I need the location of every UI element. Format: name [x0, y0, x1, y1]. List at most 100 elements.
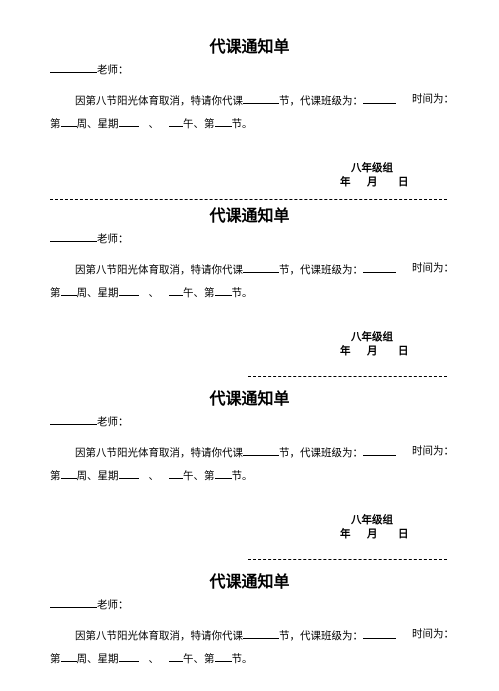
period-blank[interactable] [214, 284, 232, 296]
line2-week: 周、星期 [76, 118, 119, 130]
line2-end: 节。 [231, 287, 253, 299]
date-year: 年 [340, 528, 351, 540]
body-line-1: 因第八节阳光体育取消，特请你代课 节，代课班级为： 时间为： [75, 627, 454, 643]
teacher-line: 老师： [50, 61, 129, 77]
line2-sep: 、 [148, 287, 160, 299]
course-count-blank[interactable] [243, 444, 279, 456]
period-blank[interactable] [214, 115, 232, 127]
date-day: 日 [398, 528, 409, 540]
line2-sep: 、 [148, 653, 160, 665]
line2-start: 第 [50, 653, 61, 665]
class-blank[interactable] [363, 92, 396, 104]
line2-week: 周、星期 [76, 287, 119, 299]
line1-text: 因第八节阳光体育取消，特请你代课 [75, 95, 243, 107]
body-line-2: 第周、星期 、 午、第节。 [50, 650, 253, 666]
period-blank[interactable] [214, 650, 232, 662]
line2-sep: 、 [148, 470, 160, 482]
notice-title: 代课通知单 [209, 206, 290, 225]
course-count-blank[interactable] [243, 92, 279, 104]
line2-week: 周、星期 [76, 470, 119, 482]
date-line: 年月日 [340, 175, 409, 189]
ampm-blank[interactable] [169, 284, 184, 296]
teacher-label: 老师： [97, 64, 129, 76]
line2-start: 第 [50, 470, 61, 482]
date-year: 年 [340, 345, 351, 357]
weekday-blank[interactable] [118, 650, 139, 662]
group-label: 八年级组 [351, 514, 393, 526]
teacher-line: 老师： [50, 230, 129, 246]
class-blank[interactable] [363, 627, 396, 639]
body-line-2: 第 周、星期 、 午、第 节。 [50, 467, 253, 483]
ampm-blank[interactable] [169, 467, 184, 479]
week-blank[interactable] [60, 115, 77, 127]
date-line: 年月日 [340, 527, 409, 541]
line1-mid: 节，代课班级为： [279, 95, 363, 107]
group-label: 八年级组 [351, 162, 393, 174]
line2-ampm: 午、第 [183, 118, 215, 130]
line2-ampm: 午、第 [183, 287, 215, 299]
teacher-line: 老师： [50, 596, 129, 612]
line1-mid: 节，代课班级为： [279, 264, 363, 276]
teacher-line: 老师： [50, 413, 129, 429]
cut-line [248, 559, 447, 560]
time-label: 时间为： [412, 445, 454, 457]
class-blank[interactable] [363, 261, 396, 273]
notice-1: 代课通知单 老师： 因第八节阳光体育取消，特请你代课节，代课班级为：时间为： 第… [0, 37, 499, 209]
time-label: 时间为： [412, 262, 454, 274]
period-blank[interactable] [214, 467, 232, 479]
body-line-1: 因第八节阳光体育取消，特请你代课 节，代课班级为： 时间为： [75, 261, 454, 277]
week-blank[interactable] [60, 284, 77, 296]
body-line-2: 第周、星期 、 午、第节。 [50, 115, 253, 131]
line2-start: 第 [50, 287, 61, 299]
teacher-label: 老师： [97, 599, 129, 611]
weekday-blank[interactable] [118, 467, 139, 479]
date-line: 年月日 [340, 344, 409, 358]
group-label: 八年级组 [351, 331, 393, 343]
body-line-1: 因第八节阳光体育取消，特请你代课 节，代课班级为： 时间为： [75, 92, 454, 108]
line2-end: 节。 [231, 470, 253, 482]
date-day: 日 [398, 345, 409, 357]
teacher-blank[interactable] [50, 61, 97, 73]
ampm-blank[interactable] [169, 115, 184, 127]
teacher-label: 老师： [97, 416, 129, 428]
cut-line [50, 199, 447, 200]
line1-text: 因第八节阳光体育取消，特请你代课 [75, 447, 243, 459]
weekday-blank[interactable] [118, 115, 139, 127]
date-year: 年 [340, 176, 351, 188]
week-blank[interactable] [60, 467, 77, 479]
line2-end: 节。 [231, 653, 253, 665]
line2-sep: 、 [148, 118, 160, 130]
line2-week: 周、星期 [76, 653, 119, 665]
line1-mid: 节，代课班级为： [279, 630, 363, 642]
line1-text: 因第八节阳光体育取消，特请你代课 [75, 264, 243, 276]
time-label: 时间为： [412, 93, 454, 105]
notice-title: 代课通知单 [209, 37, 290, 56]
line1-mid: 节，代课班级为： [279, 447, 363, 459]
date-month: 月 [367, 176, 378, 188]
line1-text: 因第八节阳光体育取消，特请你代课 [75, 630, 243, 642]
cut-line [248, 376, 447, 377]
date-month: 月 [367, 528, 378, 540]
teacher-blank[interactable] [50, 596, 97, 608]
class-blank[interactable] [363, 444, 396, 456]
teacher-blank[interactable] [50, 230, 97, 242]
body-line-2: 第 周、星期 、 午、第 节。 [50, 284, 253, 300]
notice-2: 代课通知单 老师： 因第八节阳光体育取消，特请你代课 节，代课班级为： 时间为： 第… [0, 206, 499, 378]
date-day: 日 [398, 176, 409, 188]
course-count-blank[interactable] [243, 627, 279, 639]
teacher-label: 老师： [97, 233, 129, 245]
course-count-blank[interactable] [243, 261, 279, 273]
notice-title: 代课通知单 [209, 389, 290, 408]
line2-end: 节。 [231, 118, 253, 130]
weekday-blank[interactable] [118, 284, 139, 296]
body-line-1: 因第八节阳光体育取消，特请你代课 节，代课班级为： 时间为： [75, 444, 454, 460]
ampm-blank[interactable] [169, 650, 184, 662]
teacher-blank[interactable] [50, 413, 97, 425]
time-label: 时间为： [412, 628, 454, 640]
date-month: 月 [367, 345, 378, 357]
line2-ampm: 午、第 [183, 470, 215, 482]
notice-3: 代课通知单 老师： 因第八节阳光体育取消，特请你代课 节，代课班级为： 时间为： 第… [0, 389, 499, 561]
notice-title: 代课通知单 [209, 572, 290, 591]
notice-4: 代课通知单 老师： 因第八节阳光体育取消，特请你代课 节，代课班级为： 时间为： 第… [0, 572, 499, 691]
week-blank[interactable] [60, 650, 77, 662]
